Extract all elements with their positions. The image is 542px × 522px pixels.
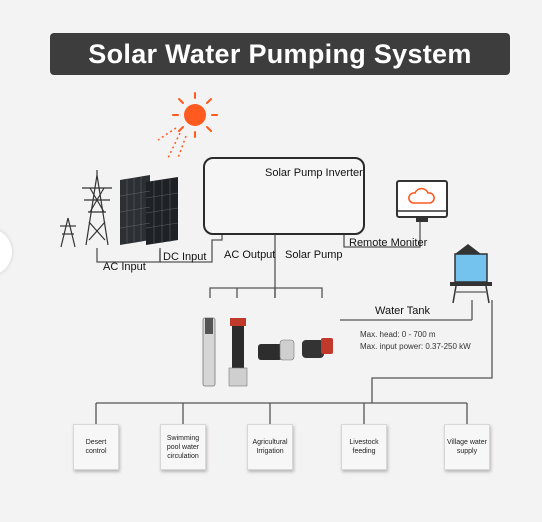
connector-lines	[95, 222, 493, 424]
water-tank-label: Water Tank	[375, 305, 431, 317]
max-input-power-spec: Max. input power: 0.37-250 kW	[360, 342, 471, 351]
application-swimming-pool: Swimming pool water circulation	[160, 424, 206, 470]
solar-panel-icon	[119, 175, 179, 245]
ac-output-label: AC Output	[224, 249, 276, 261]
page-title: Solar Water Pumping System	[88, 39, 472, 69]
application-livestock-feeding: Livestock feeding	[341, 424, 387, 470]
application-agricultural-irrigation: Agricultural Irrigation	[247, 424, 293, 470]
monitor-cloud-icon	[396, 180, 448, 222]
water-tower-icon	[450, 244, 492, 304]
application-village-water-supply: Village water supply	[444, 424, 490, 470]
inverter-frame	[203, 157, 365, 235]
pump-icon	[202, 317, 333, 387]
remote-monitor-label: Remote Moniter	[349, 237, 428, 249]
title-banner	[50, 33, 510, 75]
ac-input-label: AC Input	[103, 261, 146, 273]
sun-icon	[157, 92, 218, 159]
transmission-tower-icon	[60, 170, 112, 248]
solar-pump-inverter-label: Solar Pump Inverter	[265, 167, 363, 179]
application-desert-control: Desert control	[73, 424, 119, 470]
solar-pump-label: Solar Pump	[285, 249, 343, 261]
dc-input-label: DC Input	[163, 251, 207, 263]
max-head-spec: Max. head: 0 - 700 m	[360, 330, 436, 339]
